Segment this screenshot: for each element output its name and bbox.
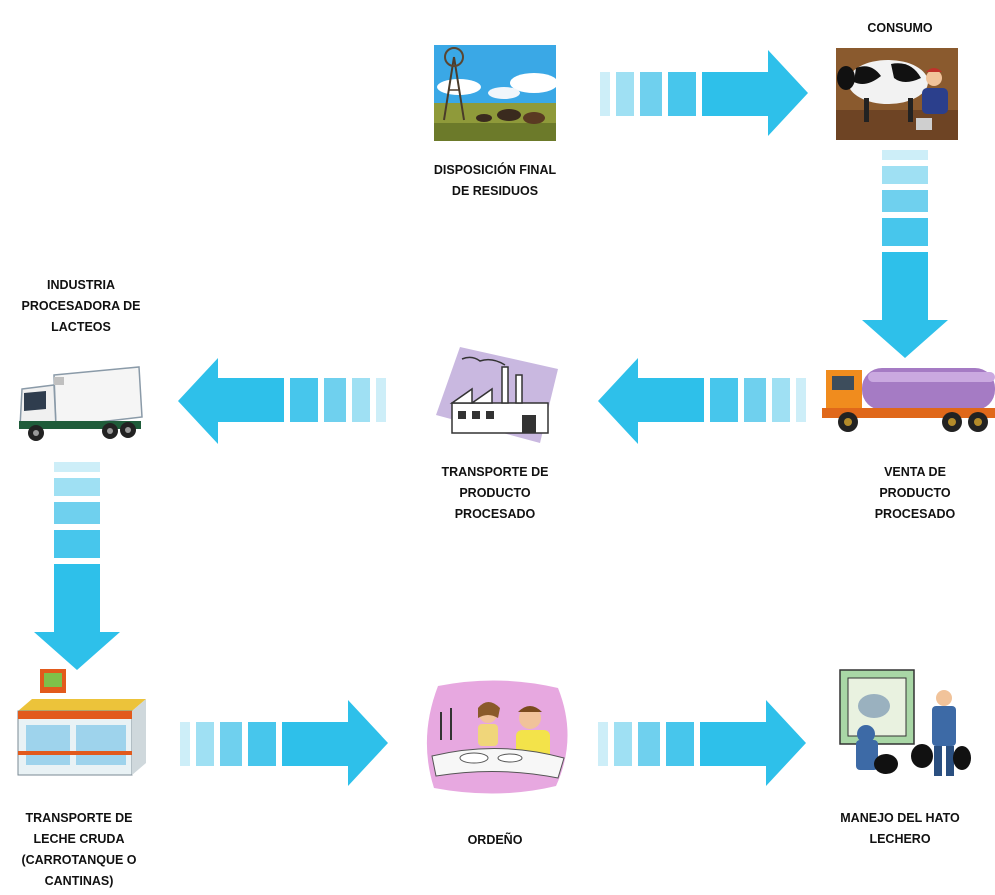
node-label-industria: INDUSTRIA PROCESADORA DE LACTEOS	[21, 278, 141, 334]
milk-tanker-truck-icon	[822, 362, 995, 434]
arrow-industria-to-transporte-leche	[34, 462, 120, 670]
store-icon	[14, 665, 146, 785]
node-label-manejo: MANEJO DEL HATO LECHERO	[840, 811, 960, 846]
arrow-disposicion-to-consumo	[600, 50, 808, 136]
arrow-transporte-procesado-to-industria	[178, 358, 386, 444]
node-label-transporte-procesado: TRANSPORTE DE PRODUCTO PROCESADO	[441, 465, 549, 521]
arrow-consumo-to-venta	[862, 150, 948, 358]
node-label-venta: VENTA DE PRODUCTO PROCESADO	[874, 465, 956, 521]
arrow-venta-to-transporte-procesado	[598, 358, 806, 444]
refrigerated-truck-icon	[14, 365, 144, 447]
node-label-ordeno: ORDEÑO	[467, 833, 523, 847]
node-label-consumo: CONSUMO	[867, 21, 933, 35]
factory-icon	[432, 345, 560, 445]
arrow-transporte-leche-to-ordeno	[180, 700, 388, 786]
node-label-transporte-leche: TRANSPORTE DE LECHE CRUDA (CARROTANQUE O…	[21, 811, 137, 888]
node-label-disposicion: DISPOSICIÓN FINAL DE RESIDUOS	[433, 163, 557, 198]
arrow-ordeno-to-manejo	[598, 700, 806, 786]
garbage-collectors-icon	[832, 668, 972, 784]
dining-couple-icon	[418, 678, 576, 798]
farm-windmill-cattle-icon	[434, 45, 558, 141]
milking-cow-icon	[836, 48, 958, 140]
